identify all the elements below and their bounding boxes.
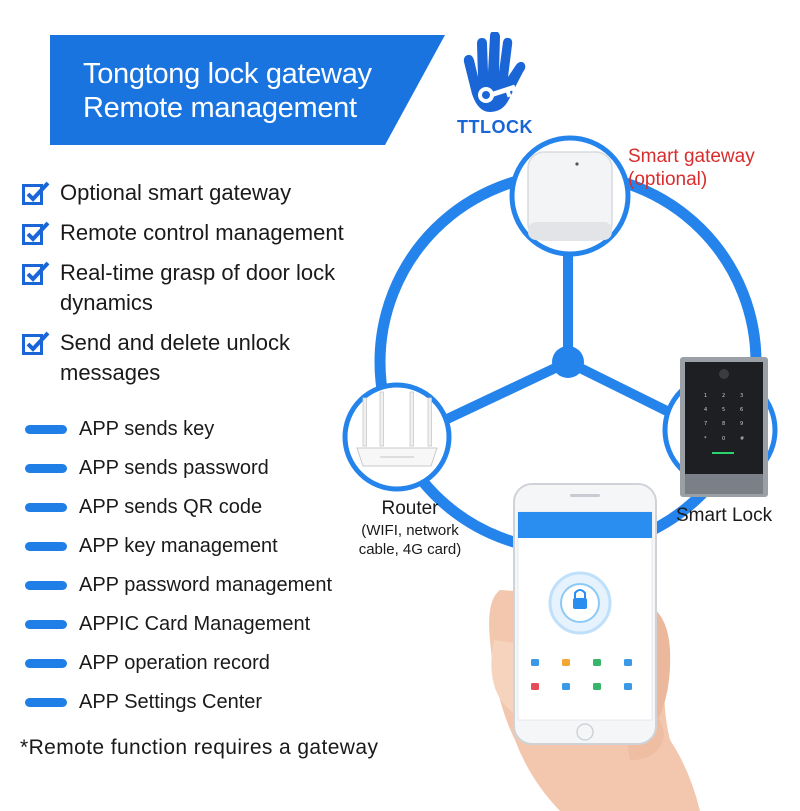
feature-text: Remote control management bbox=[60, 220, 344, 245]
feature-item: Optional smart gateway bbox=[22, 178, 392, 208]
svg-text:4: 4 bbox=[704, 407, 707, 413]
router-label-sub-2: cable, 4G card) bbox=[358, 541, 462, 558]
app-feature-text: APP sends password bbox=[79, 457, 269, 479]
svg-text:7: 7 bbox=[704, 421, 707, 427]
svg-text:1: 1 bbox=[704, 393, 707, 399]
smartphone bbox=[513, 483, 657, 745]
feature-text: Optional smart gateway bbox=[60, 180, 292, 205]
bullet-dash-icon bbox=[25, 464, 67, 473]
router-label: Router (WIFI, network cable, 4G card) bbox=[340, 497, 480, 559]
bullet-dash-icon bbox=[25, 659, 67, 668]
banner-line-1: Tongtong lock gateway bbox=[83, 58, 372, 90]
app-feature-text: APP sends QR code bbox=[79, 496, 263, 518]
spoke-router bbox=[442, 357, 571, 425]
app-feature-list: APP sends key APP sends password APP sen… bbox=[25, 414, 395, 726]
bullet-dash-icon bbox=[25, 542, 67, 551]
app-feature-text: APP operation record bbox=[79, 652, 270, 674]
feature-item: Real-time grasp of door lock dynamics bbox=[22, 258, 392, 318]
logo-text: TTLOCK bbox=[457, 117, 533, 137]
gateway-label-line-2: (optional) bbox=[628, 169, 708, 190]
banner-title: Tongtong lock gateway Remote management bbox=[83, 57, 372, 125]
banner-line-2: Remote management bbox=[83, 92, 357, 124]
feature-text: Send and delete unlock messages bbox=[60, 330, 290, 385]
svg-text:2: 2 bbox=[722, 393, 725, 399]
router-label-sub-1: (WIFI, network bbox=[361, 522, 459, 539]
svg-text:0: 0 bbox=[722, 436, 725, 442]
app-feature-text: APP password management bbox=[79, 574, 333, 596]
app-feature-item: APP Settings Center bbox=[25, 687, 395, 726]
spoke-lock bbox=[565, 357, 688, 425]
app-feature-text: APP Settings Center bbox=[79, 691, 263, 713]
banner-shape bbox=[50, 35, 445, 145]
router-device-icon bbox=[356, 391, 438, 467]
bullet-dash-icon bbox=[25, 503, 67, 512]
app-feature-item: APP password management bbox=[25, 570, 395, 609]
svg-text:*: * bbox=[704, 436, 707, 442]
checkbox-checked-icon bbox=[22, 331, 50, 355]
smart-lock-node: 1 2 3 4 5 6 7 8 9 * 0 # bbox=[662, 357, 778, 497]
app-feature-item: APP sends key bbox=[25, 414, 395, 453]
title-banner: Tongtong lock gateway Remote management bbox=[50, 35, 445, 145]
network-diagram: 1 2 3 4 5 6 7 8 9 * 0 # bbox=[342, 135, 778, 556]
smart-lock-device-icon: 1 2 3 4 5 6 7 8 9 * 0 # bbox=[680, 357, 768, 497]
app-feature-item: APP key management bbox=[25, 531, 395, 570]
bullet-dash-icon bbox=[25, 620, 67, 629]
padlock-icon bbox=[573, 598, 587, 609]
ttlock-logo: TTLOCK bbox=[450, 31, 540, 140]
checkbox-checked-icon bbox=[22, 181, 50, 205]
checkbox-checked-icon bbox=[22, 221, 50, 245]
svg-text:8: 8 bbox=[722, 421, 725, 427]
router-node bbox=[342, 382, 452, 492]
app-feature-item: APP operation record bbox=[25, 648, 395, 687]
app-header bbox=[518, 512, 652, 538]
gateway-node bbox=[509, 135, 631, 257]
app-feature-text: APPIC Card Management bbox=[79, 613, 311, 635]
bullet-dash-icon bbox=[25, 425, 67, 434]
gateway-label-line-1: Smart gateway bbox=[628, 146, 755, 167]
svg-text:6: 6 bbox=[740, 407, 743, 413]
gateway-label: Smart gateway (optional) bbox=[628, 145, 755, 191]
feature-item: Remote control management bbox=[22, 218, 392, 248]
bullet-dash-icon bbox=[25, 581, 67, 590]
checkbox-checked-icon bbox=[22, 261, 50, 285]
svg-text:3: 3 bbox=[740, 393, 743, 399]
app-feature-item: APP sends QR code bbox=[25, 492, 395, 531]
app-feature-item: APP sends password bbox=[25, 453, 395, 492]
app-feature-text: APP sends key bbox=[79, 418, 215, 440]
feature-item: Send and delete unlock messages bbox=[22, 328, 392, 388]
svg-text:9: 9 bbox=[740, 421, 743, 427]
bullet-dash-icon bbox=[25, 698, 67, 707]
svg-text:#: # bbox=[740, 436, 744, 442]
smart-lock-label: Smart Lock bbox=[676, 505, 773, 526]
feature-list: Optional smart gateway Remote control ma… bbox=[22, 178, 392, 398]
app-feature-text: APP key management bbox=[79, 535, 278, 557]
feature-text: Real-time grasp of door lock dynamics bbox=[60, 260, 336, 315]
svg-text:5: 5 bbox=[722, 407, 725, 413]
hand-key-icon bbox=[463, 31, 526, 112]
footnote: *Remote function requires a gateway bbox=[20, 736, 379, 759]
app-feature-item: APPIC Card Management bbox=[25, 609, 395, 648]
hub-node bbox=[552, 346, 584, 378]
router-label-title: Router bbox=[381, 498, 439, 519]
app-menu-grid bbox=[531, 659, 632, 690]
home-button bbox=[576, 723, 594, 741]
